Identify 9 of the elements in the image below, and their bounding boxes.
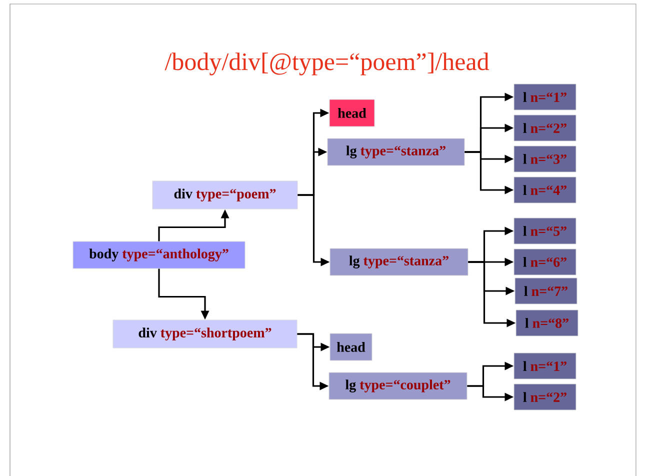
title: /body/div[@type=“poem”]/head bbox=[164, 52, 490, 76]
lg-box: lg type=“couplet” bbox=[328, 372, 468, 400]
lg-box: lg type=“stanza” bbox=[327, 138, 465, 166]
head-box: head bbox=[329, 99, 375, 127]
body-box: body type=“anthology” bbox=[72, 241, 246, 269]
div-box: div type=“poem” bbox=[152, 180, 298, 210]
div-box: div type=“shortpoem” bbox=[112, 320, 298, 348]
head-box: head bbox=[330, 333, 372, 361]
lg-box: lg type=“stanza” bbox=[330, 248, 468, 276]
